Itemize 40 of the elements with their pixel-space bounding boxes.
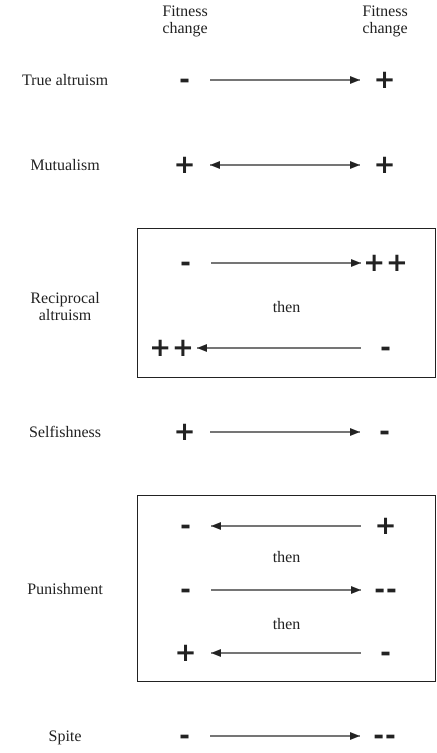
fitness-sign: +: [161, 639, 211, 667]
arrow: [211, 586, 361, 594]
arrow: [210, 76, 360, 84]
fitness-sign: +: [160, 151, 210, 179]
fitness-sign: ++: [147, 334, 197, 362]
fitness-sign: -: [361, 334, 411, 362]
column-heading: Fitness change: [161, 3, 209, 37]
sequence-word: then: [272, 616, 300, 634]
row-label: Spite: [48, 728, 82, 744]
fitness-sign: +: [360, 151, 410, 179]
row-label: True altruism: [20, 72, 110, 88]
arrow: [211, 649, 361, 657]
arrow: [210, 732, 360, 740]
sequence-word: then: [272, 549, 300, 567]
sequence-word: then: [272, 299, 300, 317]
fitness-sign: --: [360, 722, 410, 750]
fitness-sign: ++: [361, 249, 411, 277]
arrow: [211, 259, 361, 267]
row-label: Mutualism: [29, 156, 101, 174]
fitness-sign: +: [361, 512, 411, 540]
group-frame: [137, 228, 436, 378]
fitness-sign: -: [360, 418, 410, 446]
group-frame: [137, 495, 436, 682]
fitness-sign: --: [361, 576, 411, 604]
fitness-sign: -: [161, 512, 211, 540]
fitness-sign: -: [361, 639, 411, 667]
arrow: [197, 344, 361, 352]
fitness-sign: -: [160, 66, 210, 94]
arrow: [210, 161, 360, 169]
fitness-sign: -: [160, 722, 210, 750]
column-heading: Fitness change: [361, 3, 409, 37]
row-label: Reciprocal altruism: [29, 290, 101, 324]
fitness-sign: -: [161, 249, 211, 277]
fitness-sign: -: [161, 576, 211, 604]
arrow: [211, 522, 361, 530]
row-label: Punishment: [26, 580, 104, 598]
fitness-sign: +: [360, 66, 410, 94]
arrow: [210, 428, 360, 436]
fitness-sign: +: [160, 418, 210, 446]
row-label: Selfishness: [28, 424, 102, 440]
